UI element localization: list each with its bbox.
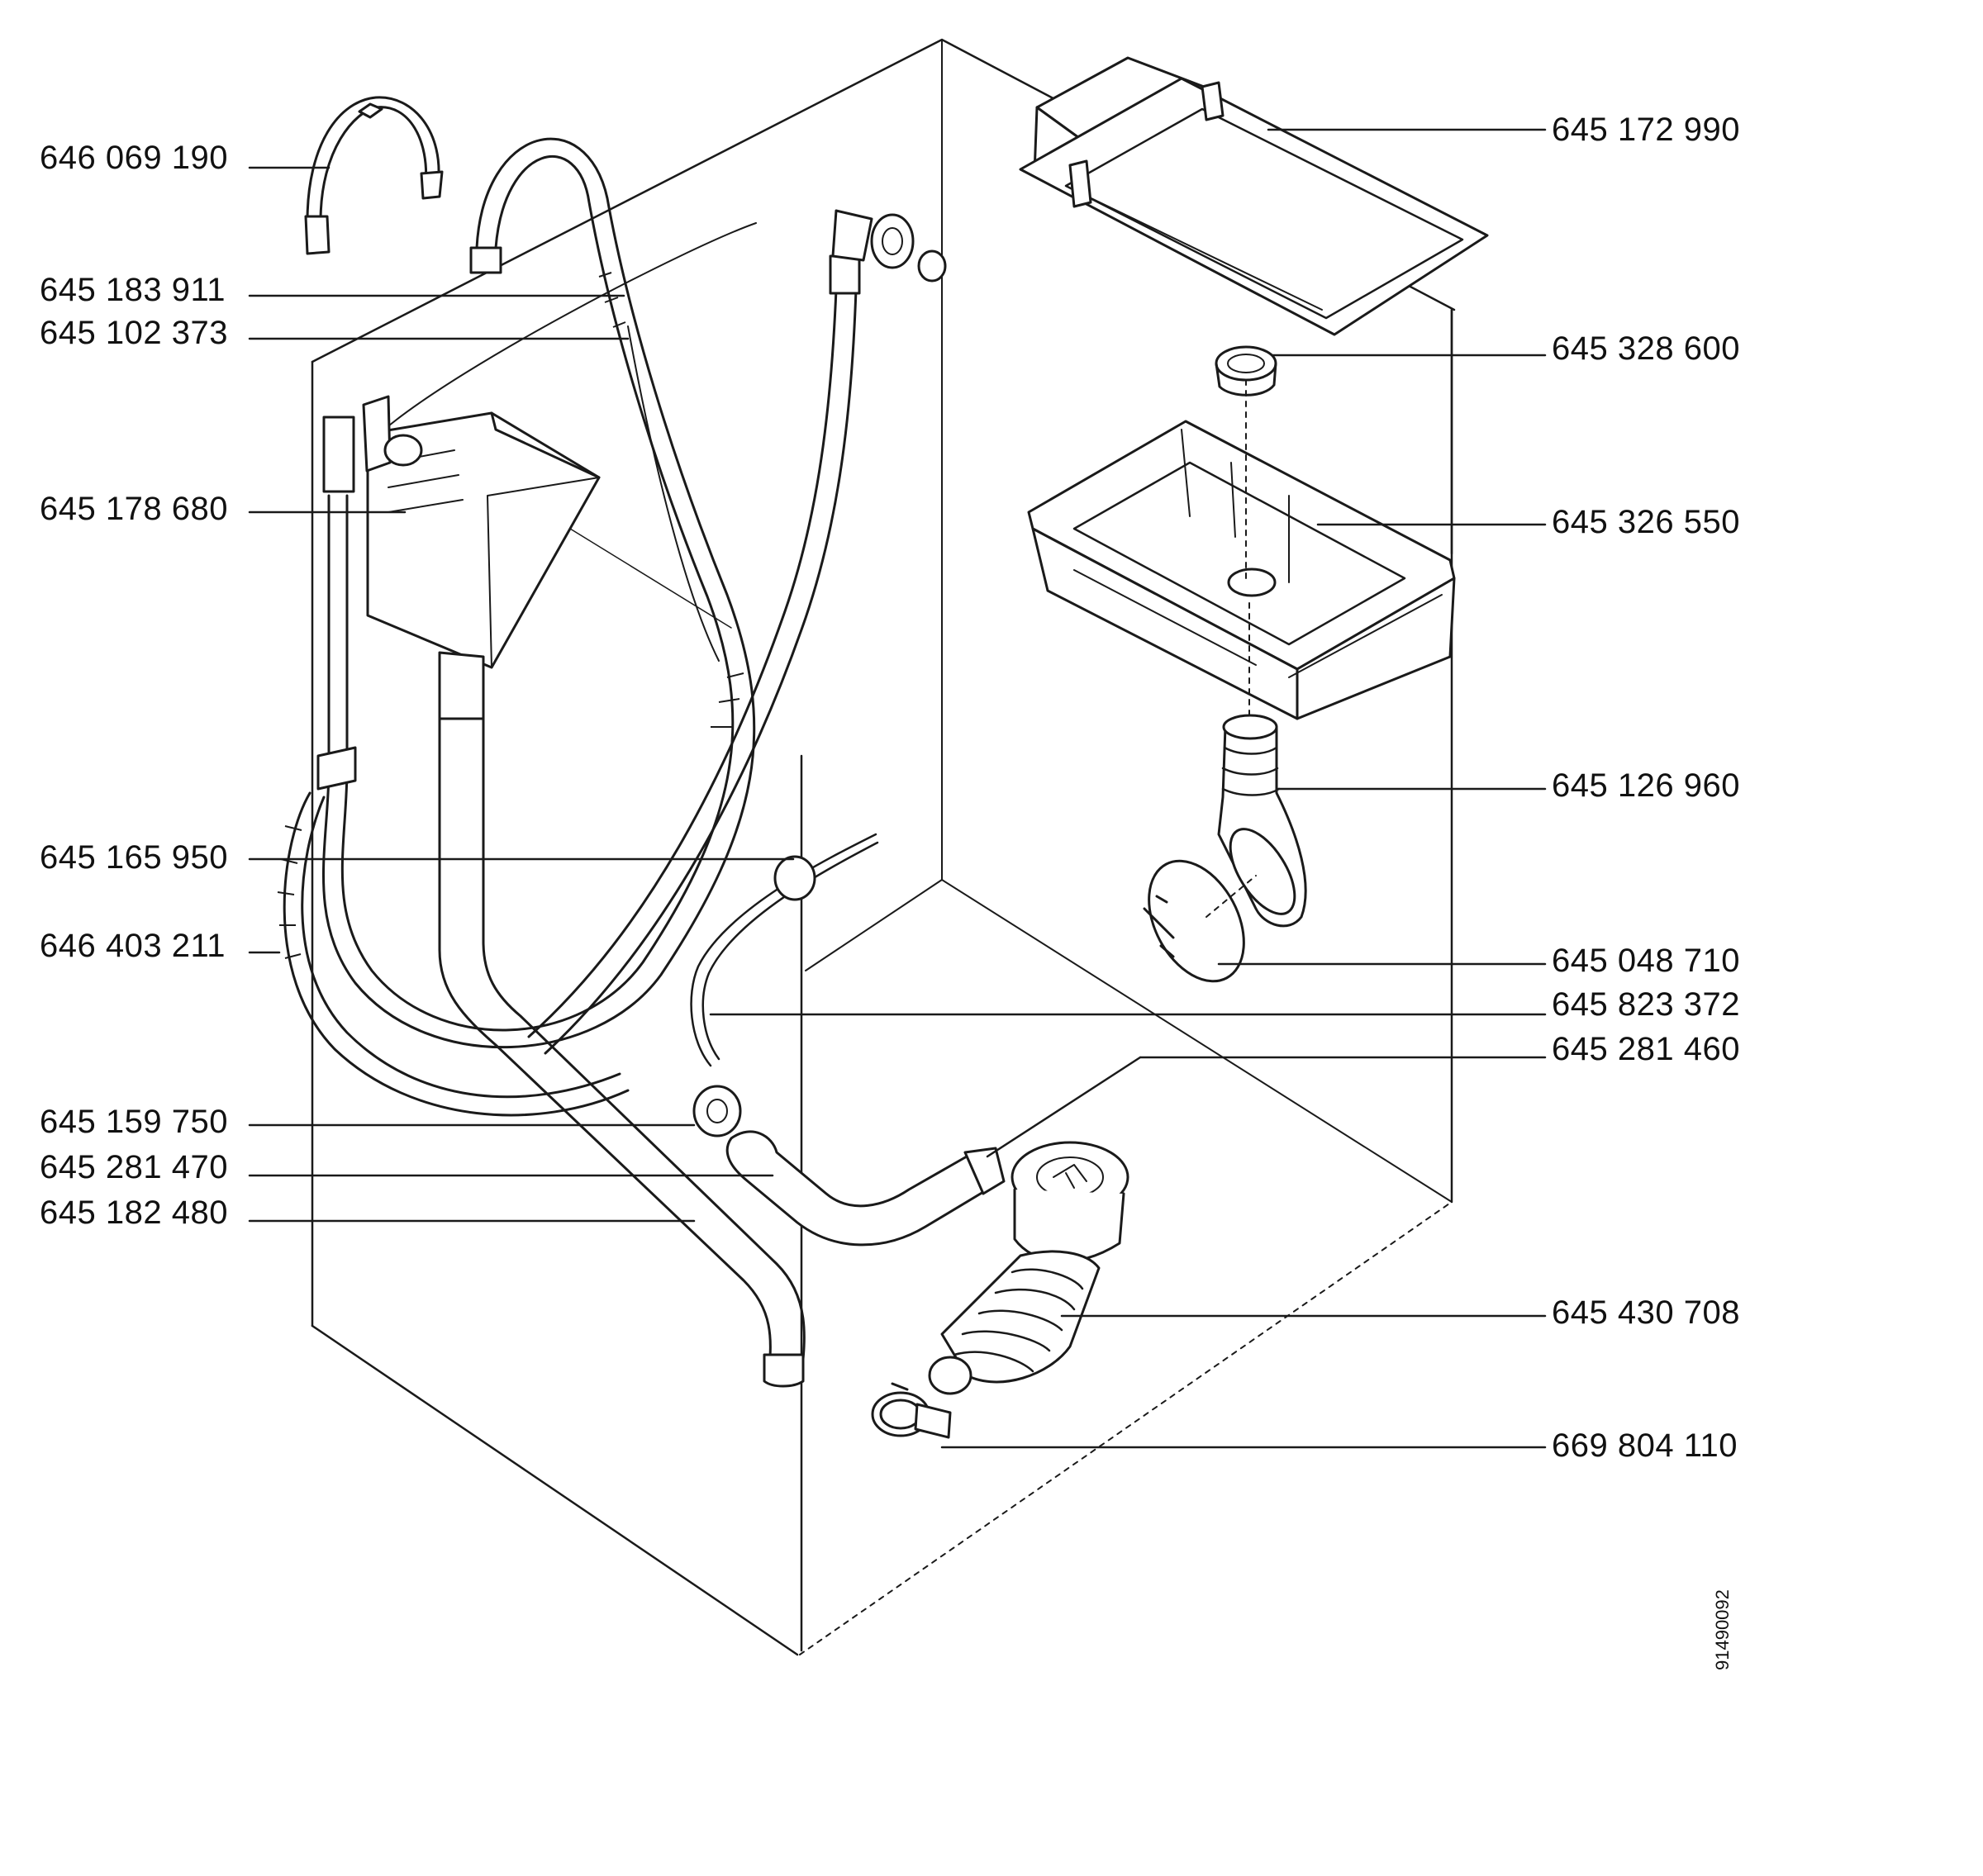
part-label-645-159-750: 645 159 750 [40, 1104, 228, 1140]
left-hose-loop [277, 416, 630, 1117]
assembly-axis [1245, 308, 1453, 720]
part-label-669-804-110: 669 804 110 [1552, 1427, 1738, 1464]
u-bend-clip [304, 96, 444, 255]
part-label-645-182-480: 645 182 480 [40, 1194, 228, 1231]
part-label-645-328-600: 645 328 600 [1552, 330, 1740, 367]
part-label-645-281-470: 645 281 470 [40, 1149, 228, 1185]
dispenser-tray [1027, 420, 1456, 720]
dispenser-box [362, 395, 601, 720]
part-label-645-178-680: 645 178 680 [40, 491, 228, 527]
part-label-645-183-911: 645 183 911 [40, 272, 226, 308]
part-label-645-165-950: 645 165 950 [40, 839, 228, 876]
hose-clip [871, 1382, 952, 1439]
thin-wire [383, 222, 757, 662]
part-label-645-048-710: 645 048 710 [1552, 943, 1740, 979]
flap-disc [1143, 859, 1257, 983]
part-label-646-069-190: 646 069 190 [40, 140, 228, 176]
part-label-645-102-373: 645 102 373 [40, 315, 228, 351]
drawing-reference-number: 91490092 [1712, 1589, 1733, 1670]
leader-lines [248, 128, 1547, 1449]
part-label-645-126-960: 645 126 960 [1552, 767, 1740, 804]
part-label-645-281-460: 645 281 460 [1552, 1031, 1740, 1067]
part-label-645-823-372: 645 823 372 [1552, 986, 1740, 1023]
seal-ring [1215, 345, 1277, 397]
part-label-645-172-990: 645 172 990 [1552, 112, 1740, 148]
centre-hose [527, 209, 947, 1055]
part-label-645-326-550: 645 326 550 [1552, 504, 1740, 540]
top-cover [1019, 56, 1489, 336]
part-label-645-430-708: 645 430 708 [1552, 1294, 1740, 1331]
part-label-646-403-211: 646 403 211 [40, 928, 226, 964]
drain-hose [438, 717, 806, 1388]
elbow-hose [1217, 714, 1307, 928]
grommet-tube [690, 833, 879, 1137]
sump-bellows [928, 1141, 1129, 1395]
bent-hose [725, 1130, 1006, 1247]
